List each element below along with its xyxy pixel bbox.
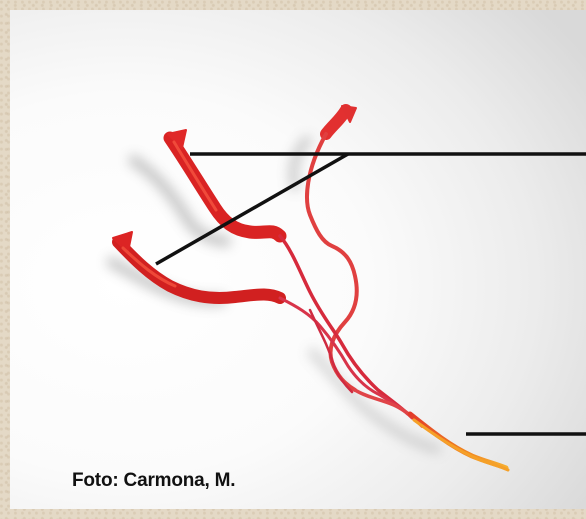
stigma-left-lower — [118, 242, 280, 298]
saffron-photo — [10, 10, 586, 509]
saffron-threads-icon — [10, 10, 586, 509]
stigma-right — [326, 110, 346, 134]
photo-credit: Foto: Carmona, M. — [72, 470, 235, 492]
